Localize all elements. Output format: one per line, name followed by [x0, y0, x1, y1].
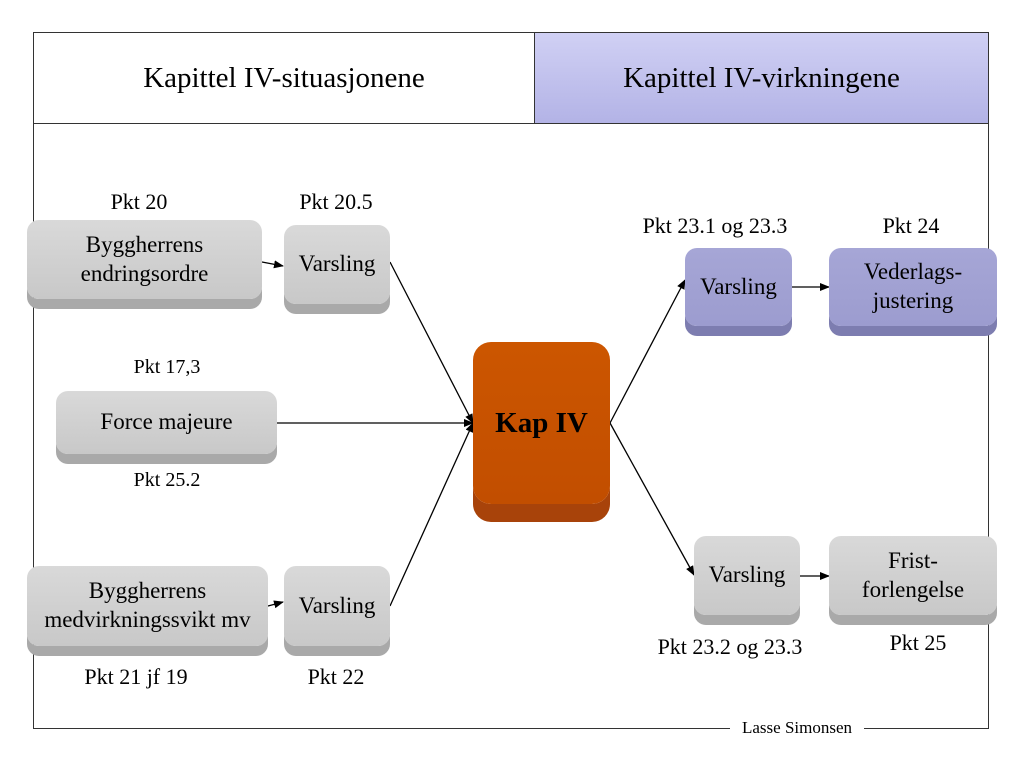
label-pkt-17-3: Pkt 17,3 — [133, 356, 201, 378]
label-pkt-25-2: Pkt 25.2 — [133, 469, 201, 491]
label-pkt-22: Pkt 22 — [307, 664, 365, 689]
node-varsling-20-5: Varsling — [284, 225, 390, 304]
node-varsling-23-2: Varsling — [694, 536, 800, 615]
node-byggherrens-endringsordre: Byggherrens endringsordre — [27, 220, 262, 299]
label-pkt-23-1-og-23-3: Pkt 23.1 og 23.3 — [642, 213, 788, 238]
header-situations: Kapittel IV-situasjonene — [33, 32, 535, 124]
label-pkt-25: Pkt 25 — [889, 630, 947, 655]
node-kap-iv: Kap IV — [473, 342, 610, 504]
label-pkt-21-jf-19: Pkt 21 jf 19 — [84, 664, 188, 689]
node-byggherrens-medvirkningssvikt-line1: Byggherrens — [88, 578, 207, 604]
node-byggherrens-endringsordre-line2: endringsordre — [80, 260, 209, 286]
node-varsling-23-1: Varsling — [685, 248, 792, 326]
arrow-varsling-20-5-to-kap-iv — [389, 261, 474, 424]
header-situations-title: Kapittel IV-situasjonene — [143, 61, 425, 94]
node-fristforlengelse-line1: Frist- — [888, 547, 938, 573]
label-pkt-23-2-og-23-3: Pkt 23.2 og 23.3 — [657, 634, 803, 659]
node-force-majeure-label: Force majeure — [100, 409, 233, 435]
node-varsling-22-label: Varsling — [298, 592, 376, 618]
header-effects: Kapittel IV-virkningene — [534, 32, 989, 124]
author-credit: Lasse Simonsen — [730, 718, 865, 738]
arrow-medvirkning-to-varsling — [267, 600, 284, 609]
label-pkt-20-5: Pkt 20.5 — [299, 189, 373, 214]
node-kap-iv-label: Kap IV — [495, 406, 588, 439]
node-varsling-20-5-label: Varsling — [298, 251, 376, 277]
arrow-varsling-22-to-kap-iv — [389, 422, 474, 607]
node-vederlagsjustering-line1: Vederlags- — [863, 259, 963, 285]
node-byggherrens-medvirkningssvikt-line2: medvirkningssvikt mv — [44, 607, 251, 632]
arrow-kap-iv-to-varsling-23-2 — [609, 422, 695, 576]
node-varsling-23-2-label: Varsling — [708, 562, 786, 588]
node-byggherrens-endringsordre-line1: Byggherrens — [85, 231, 204, 257]
node-vederlagsjustering-line2: justering — [872, 288, 954, 313]
label-pkt-20: Pkt 20 — [110, 189, 168, 214]
node-byggherrens-medvirkningssvikt: Byggherrens medvirkningssvikt mv — [27, 566, 268, 646]
arrow-kap-iv-to-varsling-23-1 — [609, 279, 686, 424]
header-effects-title: Kapittel IV-virkningene — [623, 61, 900, 94]
node-fristforlengelse: Frist- forlengelse — [829, 536, 997, 615]
node-varsling-22: Varsling — [284, 566, 390, 646]
node-vederlagsjustering: Vederlags- justering — [829, 248, 997, 326]
node-force-majeure: Force majeure — [56, 391, 277, 454]
node-varsling-23-1-label: Varsling — [700, 273, 777, 299]
arrow-endringsordre-to-varsling — [261, 260, 284, 269]
node-fristforlengelse-line2: forlengelse — [861, 576, 965, 602]
label-pkt-24: Pkt 24 — [882, 213, 940, 238]
